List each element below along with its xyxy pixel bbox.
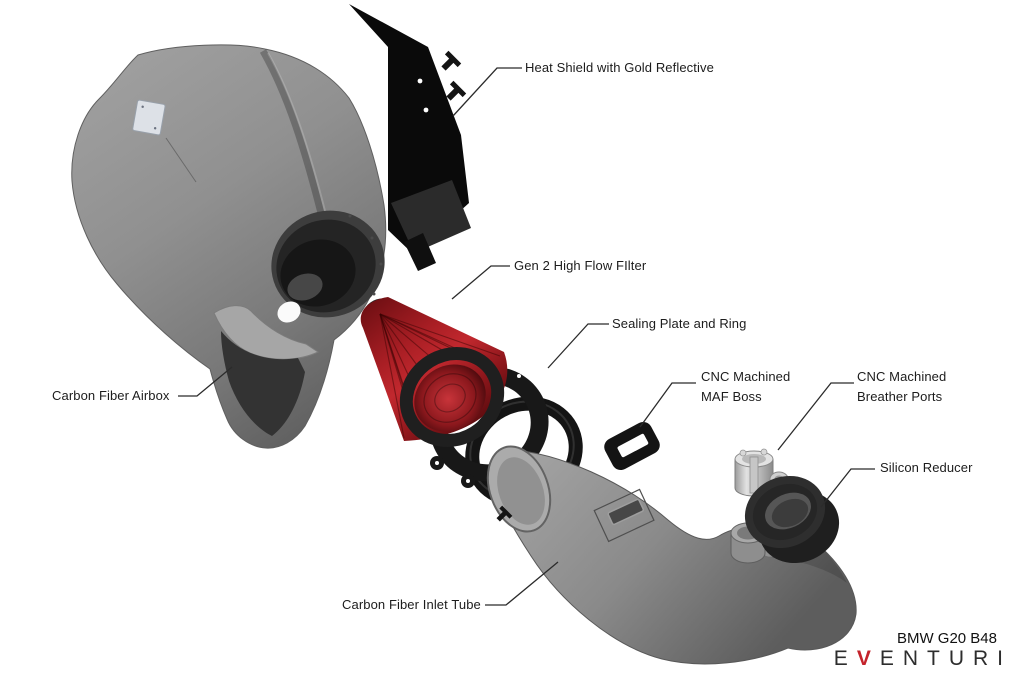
label-heat-shield: Heat Shield with Gold Reflective <box>525 60 714 75</box>
maf-boss-graphic <box>604 421 660 471</box>
breather-ports-graphic <box>734 448 789 497</box>
label-breather-ports-line1: CNC Machined <box>857 369 947 384</box>
label-inlet-tube: Carbon Fiber Inlet Tube <box>342 597 481 612</box>
label-maf-boss: CNC Machined MAF Boss <box>701 367 790 407</box>
heat-shield-graphic <box>349 4 471 271</box>
label-maf-boss-line2: MAF Boss <box>701 389 762 404</box>
leader-lines <box>178 67 875 606</box>
filter-graphic <box>360 297 508 447</box>
label-sealing-plate: Sealing Plate and Ring <box>612 316 747 331</box>
maf-port-recess <box>593 488 655 543</box>
label-maf-boss-line1: CNC Machined <box>701 369 791 384</box>
label-airbox: Carbon Fiber Airbox <box>52 388 170 403</box>
label-breather-ports-line2: Breather Ports <box>857 389 943 404</box>
label-filter: Gen 2 High Flow FIlter <box>514 258 647 273</box>
airbox-graphic <box>71 44 387 449</box>
airbox-sticker <box>132 99 166 136</box>
brand-letters: ENTURI <box>879 647 1012 670</box>
brand-letter-v: V <box>856 647 880 670</box>
brand-letter: E <box>833 647 857 670</box>
label-silicon-reducer: Silicon Reducer <box>880 460 973 475</box>
model-name: BMW G20 B48 <box>896 630 997 647</box>
brand-logo: EVENTURI <box>834 647 1012 671</box>
silicon-reducer-graphic <box>744 475 840 564</box>
label-breather-ports: CNC Machined Breather Ports <box>857 367 946 407</box>
